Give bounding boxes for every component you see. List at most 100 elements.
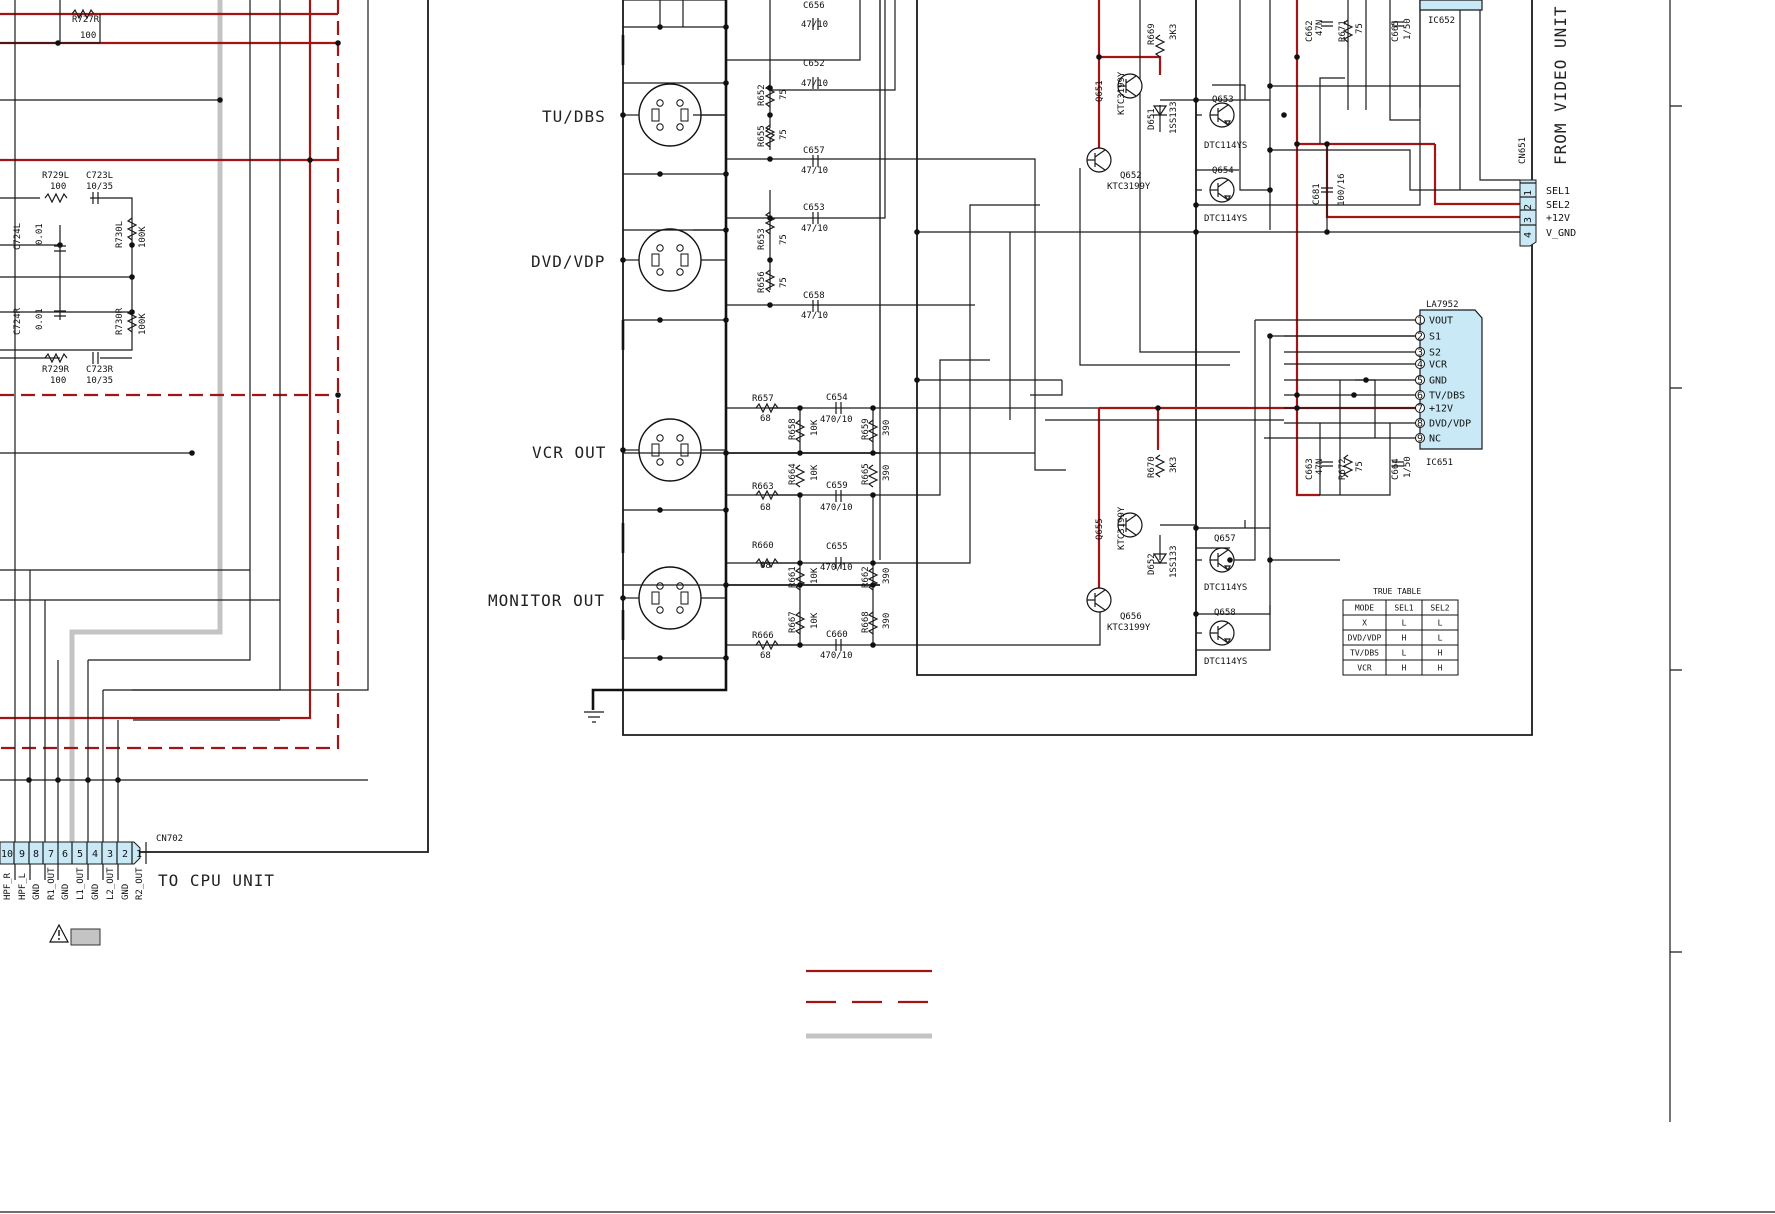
svg-text:1: 1: [136, 849, 142, 860]
label-d651: D651: [1147, 108, 1157, 130]
label-c654: C654: [826, 393, 848, 403]
label-q652-type: KTC3199Y: [1107, 182, 1151, 192]
gray-marker-box: [70, 928, 101, 946]
label-c656-value: 47/10: [801, 20, 828, 30]
truth-table-cell-text: MODE: [1355, 604, 1374, 613]
svg-text:4: 4: [92, 849, 98, 860]
cn702-name: CN702: [156, 834, 183, 844]
label-q651: Q651: [1095, 80, 1105, 102]
cn702-pin-4: 4: [92, 842, 103, 864]
jack-label-vcr-out: VCR OUT: [532, 443, 606, 462]
svideo-jack-tv-dbs: [623, 83, 726, 147]
left-audio-section: R727R 100 R729L 100 C723L 10/35 R729R 10…: [0, 0, 429, 880]
cn651-pin-name: SEL1: [1546, 186, 1570, 197]
label-q652: Q652: [1120, 171, 1142, 181]
label-r670: R670: [1147, 456, 1157, 478]
truth-table-cell-text: L: [1438, 634, 1443, 643]
label-r659-value: 390: [882, 420, 892, 436]
ic651-pin-name: GND: [1429, 376, 1447, 387]
cn702-pin-name: HPF_L: [18, 873, 28, 900]
cn651-pin-name: SEL2: [1546, 200, 1570, 211]
truth-table-cell-text: L: [1438, 619, 1443, 628]
label-q654: Q654: [1212, 166, 1234, 176]
label-r667: R667: [788, 611, 798, 633]
label-r729l: R729L: [42, 171, 69, 181]
label-c664: C664: [1391, 458, 1401, 480]
label-c653: C653: [803, 203, 825, 213]
truth-table-title: TRUE TABLE: [1373, 587, 1421, 596]
ic651-pin-name: DVD/VDP: [1429, 419, 1471, 430]
label-c660: C660: [826, 630, 848, 640]
cn702-pin-name: L2_OUT: [106, 867, 116, 900]
cn702-pin-name: L1_OUT: [76, 867, 86, 900]
label-r666: R666: [752, 631, 774, 641]
cn651-pin-name: V_GND: [1546, 228, 1576, 239]
label-q657: Q657: [1214, 534, 1236, 544]
label-r662-value: 390: [882, 568, 892, 584]
label-r661: R661: [788, 566, 798, 588]
label-q653-type: DTC114YS: [1204, 141, 1247, 151]
label-d652-type: 1SS133: [1169, 545, 1179, 578]
label-c664-value: 1/50: [1403, 456, 1413, 478]
label-c665: C665: [1391, 20, 1401, 42]
svideo-jack-vcr-out: [623, 418, 726, 482]
svg-text:10: 10: [1, 849, 13, 860]
label-r670-value: 3K3: [1169, 457, 1179, 473]
cn651-pin-name: +12V: [1546, 213, 1570, 224]
label-r668-value: 390: [882, 613, 892, 629]
label-r662: R662: [861, 566, 871, 588]
label-r658-value: 10K: [810, 419, 820, 436]
label-q656: Q656: [1120, 612, 1142, 622]
svg-text:4: 4: [1523, 232, 1534, 238]
ic651-pin-name: NC: [1429, 434, 1441, 445]
label-c663: C663: [1305, 458, 1315, 480]
label-c652-value: 47/10: [801, 79, 828, 89]
truth-table-cell-text: L: [1402, 649, 1407, 658]
label-c657: C657: [803, 146, 825, 156]
label-r669: R669: [1147, 23, 1157, 45]
truth-table-cell-text: VCR: [1357, 664, 1372, 673]
jack-label-monitor-out: MONITOR OUT: [488, 591, 605, 610]
label-c724r: C724R: [13, 307, 23, 335]
label-c656: C656: [803, 1, 825, 11]
ic651-pin-number: 9: [1417, 434, 1423, 445]
label-r658: R658: [788, 418, 798, 440]
label-ic652: IC652: [1428, 16, 1455, 26]
cn702-pin-name: R1_OUT: [47, 867, 57, 900]
svg-text:9: 9: [19, 849, 25, 860]
label-c665-value: 1/50: [1403, 18, 1413, 40]
label-r652: R652: [757, 84, 767, 106]
svg-text:8: 8: [33, 849, 39, 860]
label-q656-type: KTC3199Y: [1107, 623, 1151, 633]
cn702-pin-9: 9: [19, 842, 30, 864]
truth-table-cell-text: DVD/VDP: [1348, 634, 1382, 643]
label-r656: R656: [757, 271, 767, 293]
label-c723l: C723L: [86, 171, 113, 181]
truth-table-cell-text: H: [1438, 664, 1443, 673]
label-r657: R657: [752, 394, 774, 404]
label-r655-value: 75: [779, 129, 789, 140]
label-q651-type: KTC3199Y: [1117, 71, 1127, 115]
label-q658-type: DTC114YS: [1204, 657, 1247, 667]
ic651-pin-number: 3: [1417, 348, 1423, 359]
ic651-pin-number: 6: [1417, 391, 1423, 402]
cn702-pin-name: GND: [121, 884, 131, 900]
cn702-pin-5: 5: [77, 842, 88, 864]
label-r663: R663: [752, 482, 774, 492]
label-r727r: R727R: [72, 15, 100, 25]
ic651-pin-7: 7+12V: [1415, 403, 1453, 415]
truth-table-cell-text: SEL2: [1430, 604, 1449, 613]
label-c663-value: 47N: [1315, 459, 1325, 475]
label-c723l-value: 10/35: [86, 182, 113, 192]
label-q658: Q658: [1214, 608, 1236, 618]
switch-section: Q651 KTC3199Y Q652 KTC3199Y Q653 DTC114Y…: [914, 0, 1576, 667]
label-c658-value: 47/10: [801, 311, 828, 321]
label-r653: R653: [757, 228, 767, 250]
ic651-pin-number: 5: [1417, 376, 1423, 387]
truth-table-cell-text: TV/DBS: [1350, 649, 1379, 658]
label-d651-type: 1SS133: [1169, 101, 1179, 134]
